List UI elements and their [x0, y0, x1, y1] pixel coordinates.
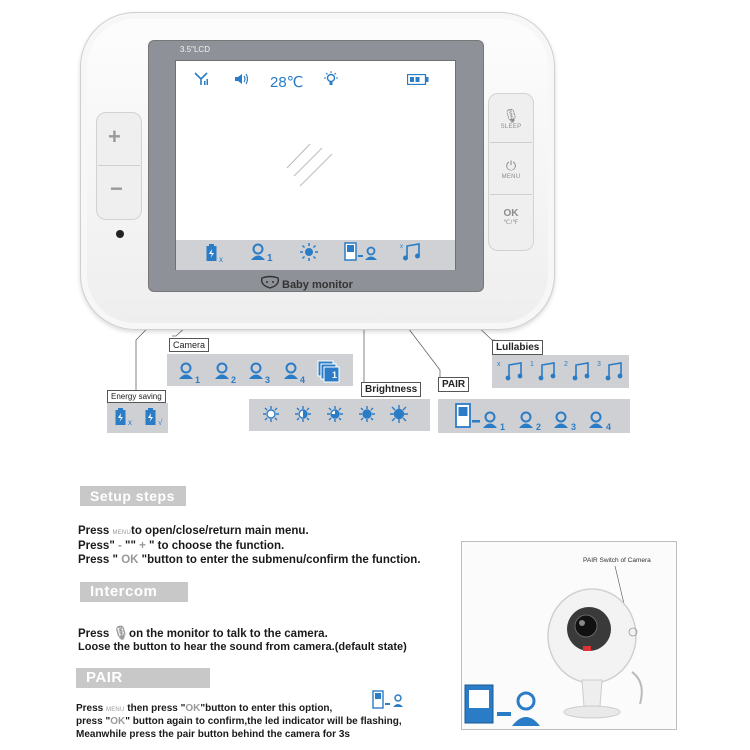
- camera-option-4-num: 4: [300, 375, 306, 385]
- setup-steps-heading: Setup steps: [80, 486, 186, 506]
- music-note-icon: [538, 362, 556, 381]
- camera-option-3: [248, 362, 264, 385]
- microphone-icon: 🎙: [112, 625, 130, 640]
- lullaby-option-off: x: [497, 361, 523, 386]
- lcd-size-label: 3.5"LCD: [180, 45, 210, 54]
- lullabies-options-panel: [492, 355, 629, 388]
- pair-camera-2-num: 2: [536, 422, 542, 432]
- divider: [98, 165, 140, 166]
- brightness-callout-label: Brightness: [361, 382, 422, 397]
- divider: [490, 194, 532, 195]
- camera-callout-label: Camera: [169, 338, 210, 352]
- microphone-icon: 🎙: [502, 108, 520, 123]
- energy-off-sub: x: [128, 418, 132, 427]
- pair-callout-label: PAIR: [438, 377, 470, 392]
- signal-icon: [194, 72, 208, 85]
- pair-camera-4: [588, 411, 604, 434]
- pair-camera-1-num: 1: [500, 422, 506, 432]
- camera-illustration: [464, 565, 643, 726]
- pair-camera-1: [482, 411, 498, 434]
- energy-callout-label: Energy saving: [107, 390, 166, 403]
- camera-stack-num: 1: [332, 370, 338, 380]
- pair-camera-2: [518, 411, 534, 434]
- speaker-icon: [235, 73, 249, 85]
- pair-camera-3-num: 3: [571, 422, 577, 432]
- energy-saving-icon: [206, 244, 217, 261]
- setup-line-2: Press" - "" + " to choose the function.: [78, 540, 285, 552]
- pair-line-3: Meanwhile press the pair button behind t…: [76, 729, 350, 740]
- pair-switch-label: PAIR Switch of Camera: [583, 557, 651, 564]
- lullaby-option-2: 2: [564, 361, 590, 386]
- lullaby-music-icon: x: [400, 243, 420, 261]
- camera-scan-stack-icon: [317, 360, 340, 383]
- lullabies-callout-label: Lullabies: [492, 340, 544, 355]
- music-note-icon: [572, 362, 590, 381]
- camera-option-3-num: 3: [265, 375, 271, 385]
- camera-option-1-num: 1: [195, 375, 201, 385]
- energy-on-sub: √: [158, 418, 163, 427]
- lullaby-option-3: 3: [597, 361, 623, 386]
- brightness-icon: [300, 243, 318, 261]
- energy-sub-label: x: [219, 255, 223, 264]
- pair-camera-3: [553, 411, 569, 434]
- pair-line-1: Press MENU then press "OK"button to ente…: [76, 703, 333, 714]
- camera-user-icon: [251, 243, 265, 260]
- pair-line-2: press "OK" button again to confirm,the l…: [76, 716, 402, 727]
- camera-option-4: [283, 362, 299, 385]
- power-icon: ⏻: [505, 158, 517, 173]
- intercom-heading: Intercom: [80, 582, 188, 602]
- brand-logo-icon: [260, 275, 280, 289]
- volume-button-group: [96, 112, 142, 220]
- energy-on-icon: [145, 408, 156, 425]
- pair-icon: [344, 242, 377, 261]
- ok-button[interactable]: OK ℃/℉: [503, 208, 519, 226]
- camera-number: 1: [267, 253, 273, 264]
- battery-icon: [407, 74, 429, 85]
- intercom-line-2: Loose the button to hear the sound from …: [78, 641, 407, 653]
- menu-button[interactable]: ⏻ MENU: [488, 158, 534, 180]
- setup-line-1: Press MENUto open/close/return main menu…: [78, 525, 309, 537]
- night-light-icon: [324, 71, 338, 85]
- svg-text:x: x: [400, 244, 403, 250]
- minus-button[interactable]: −: [110, 176, 123, 201]
- lullaby-option-1: 1: [530, 361, 556, 386]
- divider: [490, 142, 532, 143]
- plus-button[interactable]: +: [108, 124, 121, 149]
- music-note-icon: [505, 362, 523, 381]
- temperature-readout: 28℃: [270, 74, 304, 91]
- screen-glare: [286, 143, 333, 187]
- led-indicator: [116, 230, 124, 238]
- camera-option-1: [178, 362, 194, 385]
- sleep-button[interactable]: 🎙 SLEEP: [488, 108, 534, 130]
- pair-camera-4-num: 4: [606, 422, 612, 432]
- pair-inline-icon: [372, 690, 403, 709]
- brand-label: Baby monitor: [282, 279, 353, 291]
- music-note-icon: [605, 362, 623, 381]
- intercom-line-1: Press 🎙on the monitor to talk to the cam…: [78, 625, 328, 640]
- energy-off-icon: [115, 408, 126, 425]
- setup-line-3: Press " OK "button to enter the submenu/…: [78, 554, 421, 566]
- camera-option-2-num: 2: [231, 375, 237, 385]
- pair-monitor-icon: [455, 403, 480, 428]
- camera-option-2: [214, 362, 230, 385]
- brightness-levels: [263, 405, 408, 423]
- function-button-group: [488, 93, 534, 251]
- pair-heading: PAIR: [76, 668, 210, 688]
